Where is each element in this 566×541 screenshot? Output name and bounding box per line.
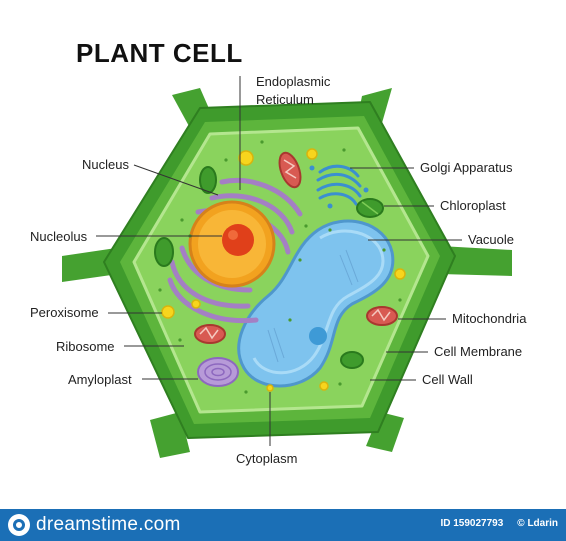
label-endoplasmic-reticulum-line1: Endoplasmic [256, 74, 331, 89]
label-cytoplasm: Cytoplasm [236, 451, 298, 466]
label-cell-membrane: Cell Membrane [434, 344, 523, 359]
label-mitochondria: Mitochondria [452, 311, 527, 326]
label-nucleus: Nucleus [82, 157, 129, 172]
footer-logo-text[interactable]: dreamstime.com [36, 514, 181, 535]
footer-bar: dreamstime.com ID 159027793 © Ldarin [0, 509, 566, 541]
page-title: PLANT CELL [76, 38, 243, 68]
label-golgi-apparatus: Golgi Apparatus [420, 160, 513, 175]
image-id: ID 159027793 [440, 518, 504, 529]
vacuole [237, 219, 395, 388]
label-amyloplast: Amyloplast [68, 372, 132, 387]
nucleolus [222, 224, 254, 256]
label-peroxisome: Peroxisome [30, 305, 99, 320]
label-chloroplast: Chloroplast [440, 198, 506, 213]
mitochondria [194, 151, 398, 344]
nucleolus-highlight [228, 230, 238, 240]
amyloplast [197, 357, 239, 387]
golgi-apparatus [316, 164, 362, 206]
peroxisome [161, 148, 406, 392]
chloroplast [154, 166, 384, 369]
label-endoplasmic-reticulum-line2: Reticulum [256, 92, 314, 107]
dreamstime-logo-icon [8, 514, 30, 536]
vacuole-crystals [267, 249, 359, 363]
label-cell-wall: Cell Wall [422, 372, 473, 387]
vacuole-highlight [252, 229, 385, 375]
author-credit: © Ldarin [517, 518, 558, 529]
leader-lines [96, 76, 462, 446]
label-ribosome: Ribosome [56, 339, 115, 354]
vacuole-dot [309, 327, 327, 345]
footer-meta: ID 159027793 © Ldarin [440, 518, 558, 529]
label-nucleolus: Nucleolus [30, 229, 88, 244]
label-vacuole: Vacuole [468, 232, 515, 247]
